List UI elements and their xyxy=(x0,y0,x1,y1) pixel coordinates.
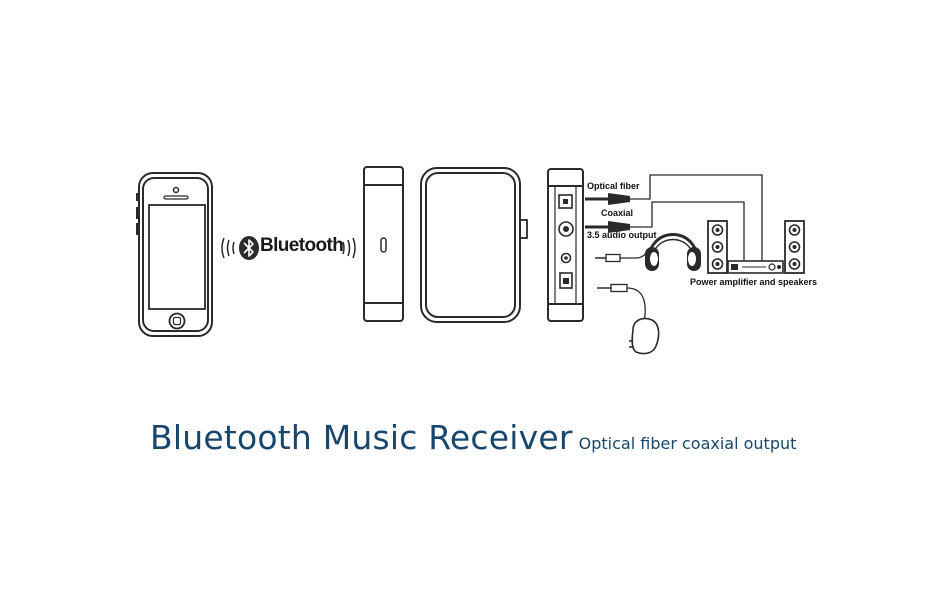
receiver-back-panel xyxy=(547,168,584,322)
caption: Bluetooth Music Receiver Optical fiber co… xyxy=(150,418,796,457)
caption-subtitle: Optical fiber coaxial output xyxy=(578,434,797,453)
headphones-icon xyxy=(645,233,701,271)
bluetooth-icon xyxy=(239,236,259,260)
audio-jack-port-icon xyxy=(560,252,572,264)
receiver-top-view xyxy=(420,167,528,323)
coaxial-label: Coaxial xyxy=(601,208,634,218)
audio-output-label: 3.5 audio output xyxy=(587,230,657,240)
power-adapter-icon xyxy=(597,283,660,355)
caption-title: Bluetooth Music Receiver xyxy=(150,418,573,457)
receiver-side-view xyxy=(363,166,404,322)
amplifier-icon xyxy=(727,260,784,274)
coaxial-cable xyxy=(585,201,745,262)
bluetooth-label: Bluetooth xyxy=(260,235,344,256)
amplifier-speakers-label: Power amplifier and speakers xyxy=(690,277,818,287)
audio-cable xyxy=(595,245,653,263)
left-speaker-icon xyxy=(707,220,728,274)
right-speaker-icon xyxy=(784,220,805,274)
coaxial-port-icon xyxy=(558,221,574,237)
smartphone-icon xyxy=(136,172,213,337)
wireless-waves-right-icon xyxy=(342,237,356,259)
optical-fiber-label: Optical fiber xyxy=(587,181,640,191)
wireless-waves-left-icon xyxy=(221,237,235,259)
power-port-icon xyxy=(559,272,573,289)
optical-port-icon xyxy=(558,194,573,209)
